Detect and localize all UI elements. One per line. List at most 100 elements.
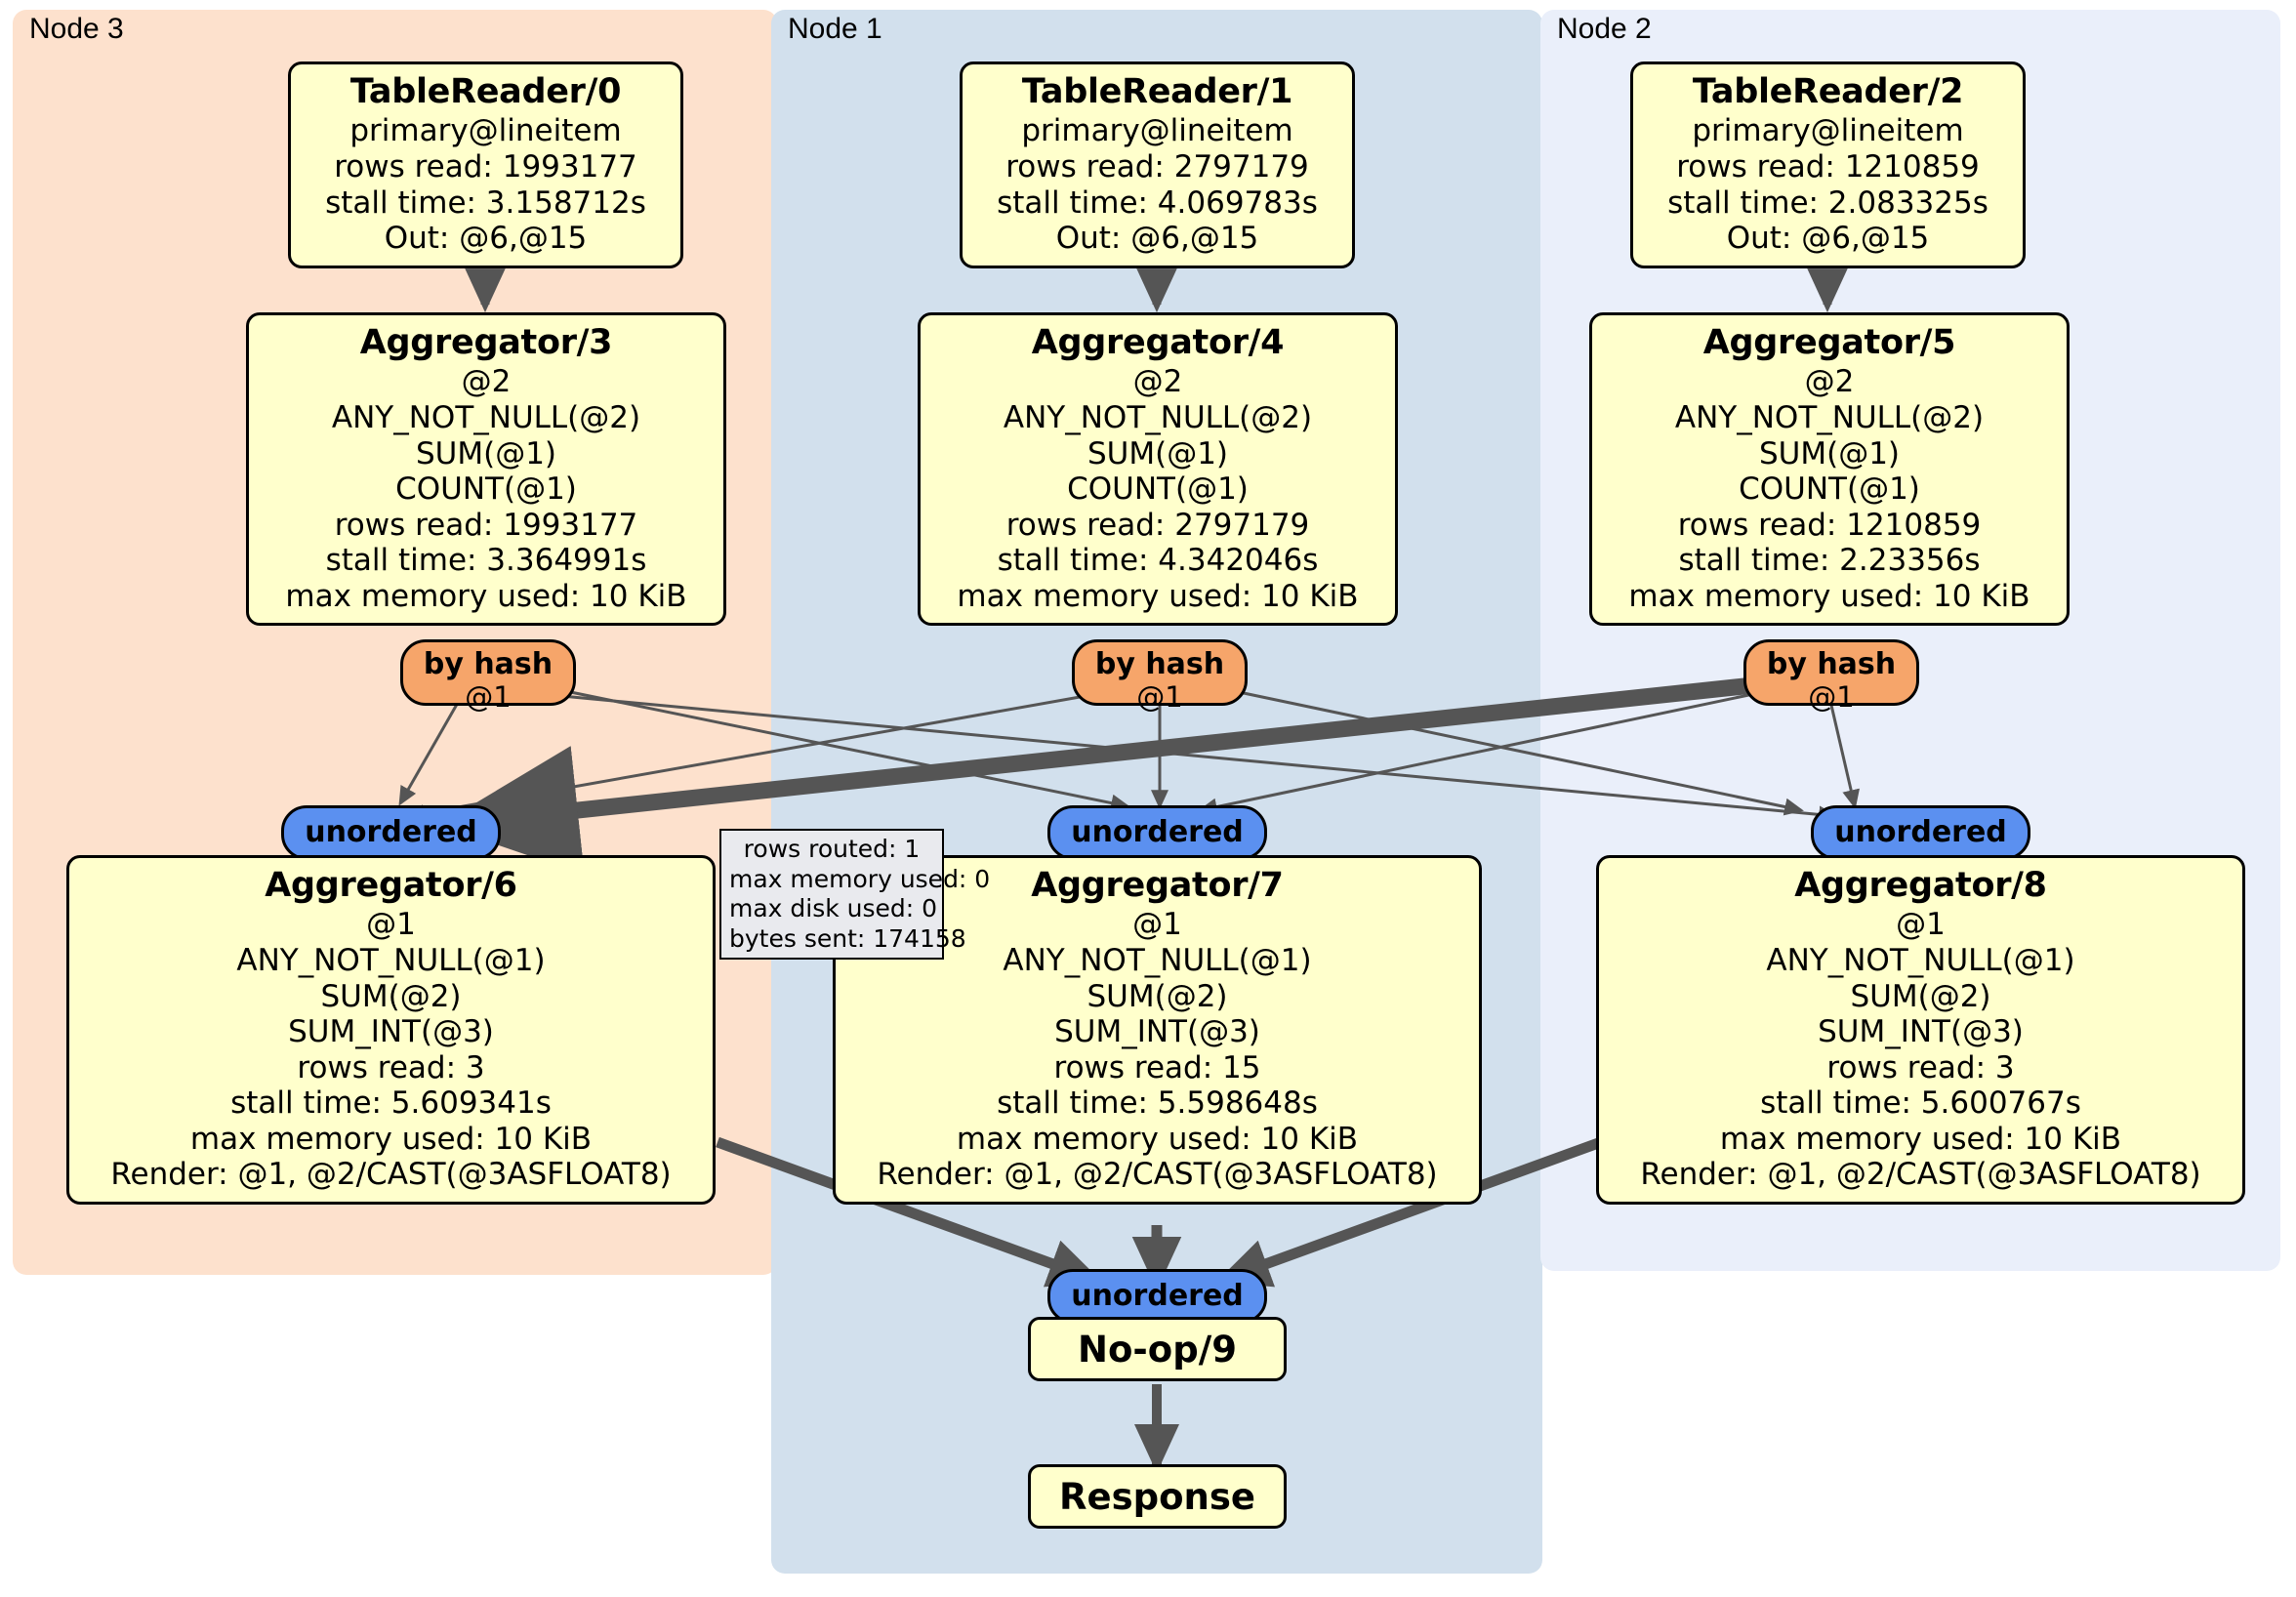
operator-detail: ANY_NOT_NULL(@1) (236, 942, 546, 978)
operator-title: Aggregator/4 (1031, 323, 1285, 362)
stream-stat-line: rows routed: 1 (743, 835, 921, 863)
operator-detail: Out: @6,@15 (1055, 221, 1259, 257)
operator-detail: rows read: 3 (297, 1049, 485, 1085)
operator-tablereader-1[interactable]: TableReader/1 primary@lineitem rows read… (960, 61, 1355, 268)
operator-detail: rows read: 2797179 (1005, 148, 1309, 184)
operator-detail: stall time: 3.158712s (325, 184, 646, 221)
operator-title: No-op/9 (1078, 1328, 1237, 1371)
operator-detail: rows read: 1210859 (1677, 507, 1982, 543)
operator-detail: COUNT(@1) (395, 471, 577, 508)
operator-no-op-9[interactable]: No-op/9 (1028, 1317, 1287, 1381)
router-column-label: @1 (1136, 679, 1183, 714)
operator-detail: SUM(@1) (1758, 435, 1901, 471)
operator-title: Aggregator/7 (1031, 866, 1284, 905)
operator-tablereader-0[interactable]: TableReader/0 primary@lineitem rows read… (288, 61, 683, 268)
operator-detail: COUNT(@1) (1739, 471, 1920, 508)
router-by-hash-node-1[interactable]: by hash @1 (1072, 639, 1248, 713)
router-type-label: by hash (1766, 647, 1897, 681)
operator-detail: @2 (1132, 364, 1183, 400)
operator-response[interactable]: Response (1028, 1464, 1287, 1529)
operator-detail: rows read: 3 (1826, 1049, 2015, 1085)
operator-detail: stall time: 5.600767s (1760, 1085, 2081, 1122)
inbox-unordered-node-1[interactable]: unordered (1047, 805, 1267, 860)
operator-title: Aggregator/3 (359, 323, 613, 362)
router-type-label: by hash (423, 647, 554, 681)
operator-detail: Render: @1, @2/CAST(@3ASFLOAT8) (877, 1157, 1438, 1193)
operator-detail: stall time: 5.598648s (997, 1085, 1318, 1122)
stream-stat-line: bytes sent: 174158 (729, 923, 966, 953)
operator-detail: ANY_NOT_NULL(@2) (1003, 399, 1313, 435)
operator-detail: stall time: 4.069783s (997, 184, 1318, 221)
operator-detail: SUM(@1) (415, 435, 557, 471)
inbox-unordered-node-3[interactable]: unordered (281, 805, 501, 860)
operator-detail: SUM_INT(@3) (288, 1014, 494, 1050)
operator-detail: ANY_NOT_NULL(@1) (1766, 942, 2075, 978)
operator-title: Aggregator/5 (1702, 323, 1956, 362)
operator-detail: @1 (1896, 907, 1946, 943)
router-column-label: @1 (1808, 679, 1855, 714)
operator-aggregator-5[interactable]: Aggregator/5 @2 ANY_NOT_NULL(@2) SUM(@1)… (1589, 312, 2070, 627)
inbox-label: unordered (1834, 815, 2007, 850)
operator-detail: max memory used: 10 KiB (1628, 578, 2030, 614)
inbox-label: unordered (1071, 1279, 1244, 1314)
operator-detail: ANY_NOT_NULL(@2) (331, 399, 641, 435)
operator-detail: stall time: 2.23356s (1678, 543, 1981, 579)
router-by-hash-node-2[interactable]: by hash @1 (1743, 639, 1919, 713)
operator-detail: @1 (366, 907, 416, 943)
operator-detail: SUM(@2) (1850, 978, 1991, 1014)
inbox-unordered-node-2[interactable]: unordered (1811, 805, 2030, 860)
operator-detail: max memory used: 10 KiB (189, 1121, 593, 1157)
operator-detail: rows read: 1210859 (1676, 148, 1980, 184)
operator-detail: rows read: 1993177 (334, 507, 638, 543)
operator-aggregator-6[interactable]: Aggregator/6 @1 ANY_NOT_NULL(@1) SUM(@2)… (66, 855, 716, 1206)
operator-title: Response (1059, 1475, 1255, 1518)
operator-detail: COUNT(@1) (1067, 471, 1249, 508)
operator-detail: @2 (461, 364, 512, 400)
operator-detail: Out: @6,@15 (384, 221, 588, 257)
operator-detail: Render: @1, @2/CAST(@3ASFLOAT8) (110, 1157, 672, 1193)
operator-detail: SUM_INT(@3) (1818, 1014, 2024, 1050)
inbox-unordered-final[interactable]: unordered (1047, 1269, 1267, 1324)
operator-detail: Out: @6,@15 (1726, 221, 1930, 257)
stream-stat-line: max disk used: 0 (729, 894, 938, 922)
operator-title: TableReader/0 (349, 72, 622, 111)
operator-detail: stall time: 5.609341s (230, 1085, 552, 1122)
operator-detail: Render: @1, @2/CAST(@3ASFLOAT8) (1640, 1157, 2201, 1193)
router-type-label: by hash (1094, 647, 1225, 681)
router-column-label: @1 (465, 679, 512, 714)
operator-aggregator-8[interactable]: Aggregator/8 @1 ANY_NOT_NULL(@1) SUM(@2)… (1596, 855, 2245, 1206)
operator-detail: SUM(@2) (1086, 978, 1228, 1014)
operator-detail: max memory used: 10 KiB (956, 1121, 1359, 1157)
operator-aggregator-3[interactable]: Aggregator/3 @2 ANY_NOT_NULL(@2) SUM(@1)… (246, 312, 726, 627)
operator-title: Aggregator/8 (1794, 866, 2047, 905)
inbox-label: unordered (305, 815, 477, 850)
operator-detail: SUM(@1) (1086, 435, 1229, 471)
operator-detail: rows read: 1993177 (334, 148, 637, 184)
router-by-hash-node-3[interactable]: by hash @1 (400, 639, 576, 713)
panel-label-node-1: Node 1 (788, 13, 882, 45)
operator-aggregator-4[interactable]: Aggregator/4 @2 ANY_NOT_NULL(@2) SUM(@1)… (918, 312, 1398, 627)
operator-detail: SUM_INT(@3) (1054, 1014, 1260, 1050)
operator-detail: primary@lineitem (1021, 113, 1293, 149)
operator-detail: ANY_NOT_NULL(@2) (1674, 399, 1985, 435)
operator-detail: max memory used: 10 KiB (285, 578, 687, 614)
operator-detail: @2 (1804, 364, 1855, 400)
operator-detail: SUM(@2) (320, 978, 462, 1014)
stream-stats-tooltip: rows routed: 1 max memory used: 0 max di… (719, 829, 991, 960)
operator-detail: rows read: 2797179 (1005, 507, 1310, 543)
operator-detail: primary@lineitem (1692, 113, 1964, 149)
stream-stat-line: max memory used: 0 (729, 864, 991, 893)
panel-label-node-3: Node 3 (29, 13, 124, 45)
operator-title: Aggregator/6 (265, 866, 517, 905)
operator-detail: stall time: 2.083325s (1667, 184, 1988, 221)
operator-detail: max memory used: 10 KiB (1719, 1121, 2122, 1157)
operator-tablereader-2[interactable]: TableReader/2 primary@lineitem rows read… (1630, 61, 2026, 268)
operator-detail: stall time: 3.364991s (325, 543, 647, 579)
operator-detail: ANY_NOT_NULL(@1) (1003, 942, 1312, 978)
operator-title: TableReader/1 (1021, 72, 1293, 111)
operator-detail: stall time: 4.342046s (997, 543, 1319, 579)
inbox-label: unordered (1071, 815, 1244, 850)
panel-label-node-2: Node 2 (1557, 13, 1652, 45)
operator-detail: max memory used: 10 KiB (957, 578, 1359, 614)
